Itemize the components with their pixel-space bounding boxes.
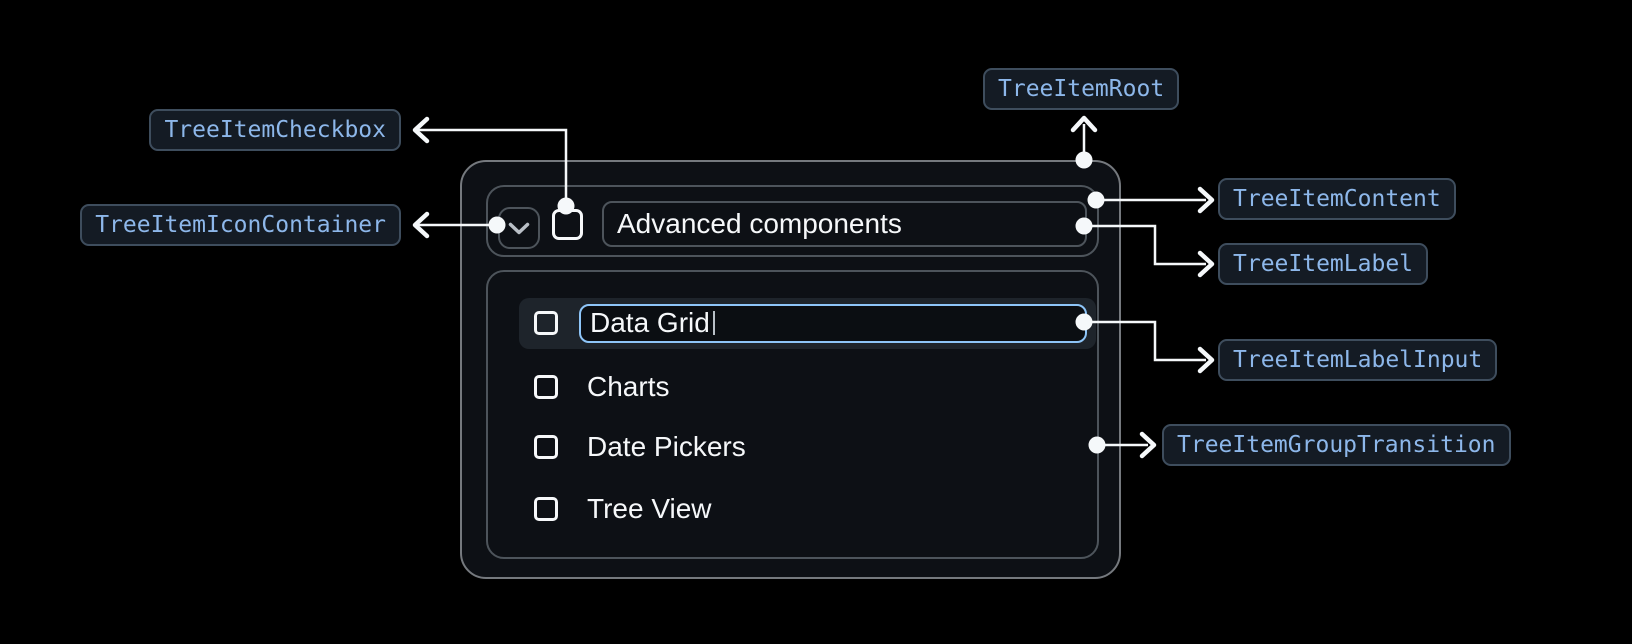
badge-tree-item-label: TreeItemLabel [1218, 243, 1429, 285]
tree-row-charts[interactable]: Charts [519, 362, 1096, 413]
chevron-down-icon [508, 222, 530, 234]
tree-row-date-pickers[interactable]: Date Pickers [519, 422, 1096, 473]
tree-row-data-grid[interactable]: Data Grid [519, 297, 1096, 349]
tree-item-root: Advanced components Data Grid Charts Dat… [460, 160, 1121, 579]
tree-item-label-text: Advanced components [617, 208, 902, 239]
row-label: Tree View [587, 493, 712, 524]
text-caret [712, 311, 715, 335]
label-input-value: Data Grid [590, 307, 710, 338]
tree-item-content[interactable]: Advanced components [486, 185, 1099, 257]
badge-tree-item-root: TreeItemRoot [983, 68, 1180, 110]
row-checkbox[interactable] [534, 375, 558, 399]
row-checkbox[interactable] [534, 435, 558, 459]
badge-tree-item-checkbox: TreeItemCheckbox [149, 109, 401, 151]
badge-tree-item-content: TreeItemContent [1218, 178, 1456, 220]
tree-item-checkbox[interactable] [552, 209, 583, 240]
tree-item-icon-container[interactable] [498, 207, 540, 249]
tree-item-group-transition: Data Grid Charts Date Pickers Tree View [486, 270, 1099, 559]
badge-tree-item-icon-container: TreeItemIconContainer [80, 204, 401, 246]
badge-tree-item-group-transition: TreeItemGroupTransition [1162, 424, 1511, 466]
tree-item-label-input[interactable]: Data Grid [579, 303, 1087, 343]
badge-tree-item-label-input: TreeItemLabelInput [1218, 339, 1498, 381]
tree-item-label: Advanced components [602, 201, 1087, 247]
row-checkbox[interactable] [534, 311, 558, 335]
tree-row-tree-view[interactable]: Tree View [519, 484, 1096, 535]
row-label: Date Pickers [587, 431, 746, 462]
row-label: Charts [587, 371, 670, 402]
row-checkbox[interactable] [534, 497, 558, 521]
